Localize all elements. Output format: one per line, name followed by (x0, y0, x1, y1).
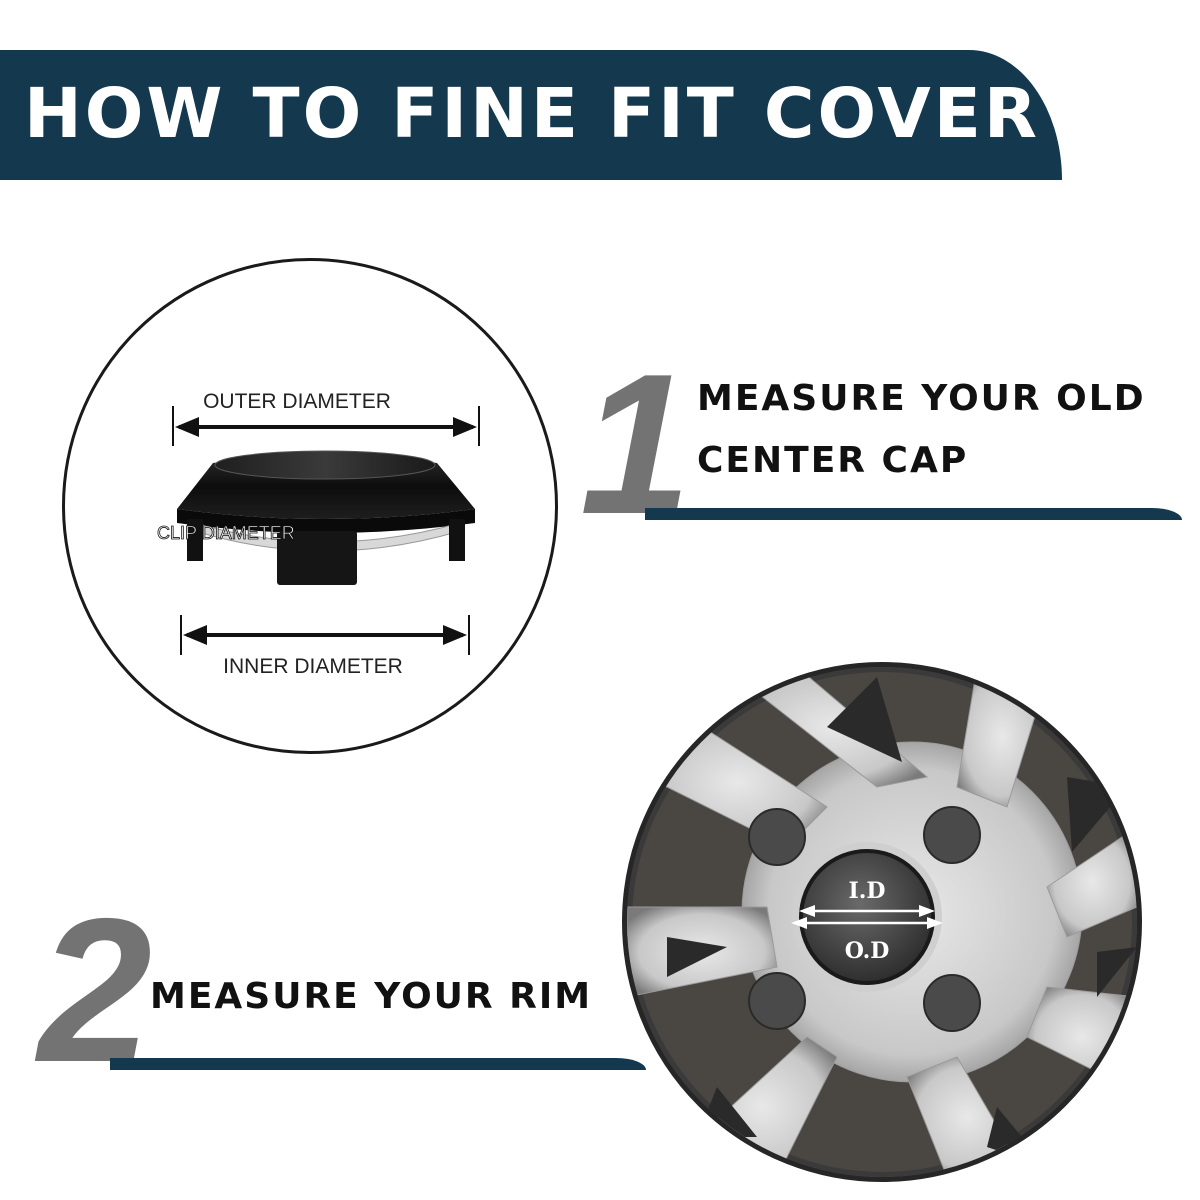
inner-diameter-arrow (180, 615, 470, 655)
spoke-gaps (667, 677, 1137, 1167)
center-cap-diagram: OUTER DIAMETER CLIP DIAMETER INNER D (62, 258, 558, 754)
rim-photo: I.D O.D (622, 662, 1142, 1182)
step-1-line-1: MEASURE YOUR OLD (697, 378, 1146, 419)
step-2-text: MEASURE YOUR RIM (150, 976, 593, 1017)
id-label: I.D (848, 878, 885, 904)
step-2-underline (110, 1058, 646, 1070)
hub-measure-arrows (791, 905, 943, 929)
page-title: HOW TO FINE FIT COVER (24, 74, 1040, 154)
inner-diameter-label: INNER DIAMETER (223, 655, 403, 678)
od-label: O.D (845, 938, 890, 964)
clip-diameter-label: CLIP DIAMETER (157, 523, 295, 543)
step-1-underline (645, 508, 1182, 520)
outer-diameter-arrow (172, 406, 480, 446)
outer-diameter-label: OUTER DIAMETER (203, 390, 391, 413)
center-hub (799, 849, 935, 985)
cap-body (177, 450, 475, 585)
lug-nuts (748, 806, 981, 1032)
center-cap-illustration: OUTER DIAMETER CLIP DIAMETER INNER D (157, 390, 480, 678)
step-1-line-2: CENTER CAP (697, 440, 969, 481)
title-banner: HOW TO FINE FIT COVER (0, 50, 1062, 180)
rim-illustration: I.D O.D (627, 667, 1137, 1177)
step-1-text: MEASURE YOUR OLD CENTER CAP (697, 368, 1146, 492)
